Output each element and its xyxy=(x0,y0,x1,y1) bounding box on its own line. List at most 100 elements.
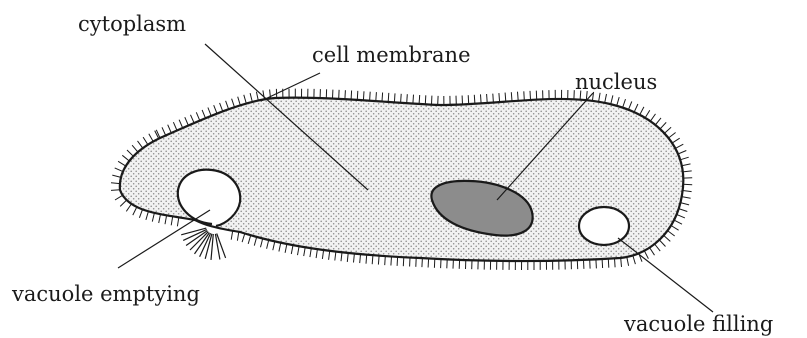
cilium xyxy=(285,244,287,253)
cilium xyxy=(493,94,494,103)
nucleus-label: nucleus xyxy=(575,72,657,93)
cilium xyxy=(132,145,138,152)
cilium xyxy=(682,164,691,166)
cilium xyxy=(671,226,679,231)
cilium xyxy=(668,231,675,236)
vacuole-emptying-label: vacuole emptying xyxy=(12,284,200,305)
cilium xyxy=(111,183,120,184)
vacuole-expulsion-lines xyxy=(181,228,225,260)
cilium xyxy=(298,246,300,255)
cilium xyxy=(683,191,692,192)
cilium xyxy=(677,214,685,218)
cilium xyxy=(196,112,200,120)
cilium xyxy=(468,95,469,104)
cilium xyxy=(524,91,525,100)
cilium xyxy=(623,99,626,108)
cytoplasm-label: cytoplasm xyxy=(78,14,186,35)
cilium xyxy=(177,217,178,226)
cilium xyxy=(617,97,620,106)
cilium xyxy=(341,252,342,261)
cilium xyxy=(335,252,336,261)
cilium xyxy=(143,137,148,145)
cilium xyxy=(118,161,126,166)
cilium xyxy=(226,101,229,109)
cilium xyxy=(413,95,414,104)
cilium xyxy=(481,94,482,103)
cilium xyxy=(244,95,247,104)
cilium xyxy=(357,91,358,100)
cilium xyxy=(388,93,389,102)
cilium xyxy=(530,91,531,100)
cilium xyxy=(248,235,251,244)
cilium xyxy=(678,151,686,155)
cilium xyxy=(152,213,154,222)
cilium xyxy=(682,197,691,199)
cilium xyxy=(347,253,348,262)
cilium xyxy=(487,94,488,103)
cilium xyxy=(120,200,126,206)
cilium xyxy=(351,91,352,100)
cilium xyxy=(422,258,423,267)
cilium xyxy=(208,108,211,116)
vacuole-filling-pointer xyxy=(618,238,713,312)
cilium xyxy=(679,209,688,212)
cilium xyxy=(599,93,601,102)
cilium xyxy=(185,117,189,125)
cilium xyxy=(627,257,629,266)
cilium xyxy=(112,175,121,177)
cilium xyxy=(171,216,173,225)
cilium xyxy=(291,245,293,254)
cilium xyxy=(273,241,275,250)
cilium xyxy=(360,254,361,263)
cilium xyxy=(267,240,269,249)
cilium xyxy=(596,259,597,268)
cilium xyxy=(279,243,281,252)
cilium xyxy=(238,97,241,106)
cilium xyxy=(675,144,683,148)
cilium xyxy=(605,94,607,103)
cilium xyxy=(391,257,392,266)
cilium xyxy=(372,255,373,264)
cilium xyxy=(322,250,323,259)
cilium xyxy=(385,256,386,265)
cilium xyxy=(159,214,161,223)
cilium xyxy=(149,134,153,142)
cilium xyxy=(645,110,650,118)
cilium xyxy=(659,240,665,247)
cilium xyxy=(127,150,133,156)
cilium xyxy=(650,248,655,256)
cilium xyxy=(376,92,377,101)
cilium xyxy=(126,204,131,211)
cilium xyxy=(419,95,420,104)
cilium xyxy=(115,168,123,172)
cilium xyxy=(254,237,256,246)
vacuole-filling xyxy=(579,207,629,245)
cilium xyxy=(511,92,512,101)
cilium xyxy=(680,203,689,205)
cilium xyxy=(232,99,235,108)
vacuole-filling-label: vacuole filling xyxy=(624,314,773,335)
cilium xyxy=(665,127,672,133)
cilium xyxy=(237,232,238,241)
cilium xyxy=(370,92,371,101)
cilium xyxy=(231,231,233,240)
cilium xyxy=(304,247,306,256)
cilium xyxy=(220,103,223,112)
cilium xyxy=(505,93,506,102)
cilium xyxy=(428,259,429,268)
cilium xyxy=(139,209,142,217)
cilium xyxy=(122,155,129,161)
cilium xyxy=(474,95,475,104)
cilium xyxy=(329,251,330,260)
cilium xyxy=(345,90,346,99)
cilium xyxy=(634,104,638,112)
cilium xyxy=(407,94,408,103)
cilium xyxy=(397,257,398,266)
cilium xyxy=(499,93,500,102)
cilium xyxy=(602,259,603,268)
cilium xyxy=(394,93,395,102)
cell-membrane-label: cell membrane xyxy=(312,45,471,66)
cilium xyxy=(660,122,666,129)
cilium xyxy=(683,171,692,172)
cilium xyxy=(621,258,622,267)
